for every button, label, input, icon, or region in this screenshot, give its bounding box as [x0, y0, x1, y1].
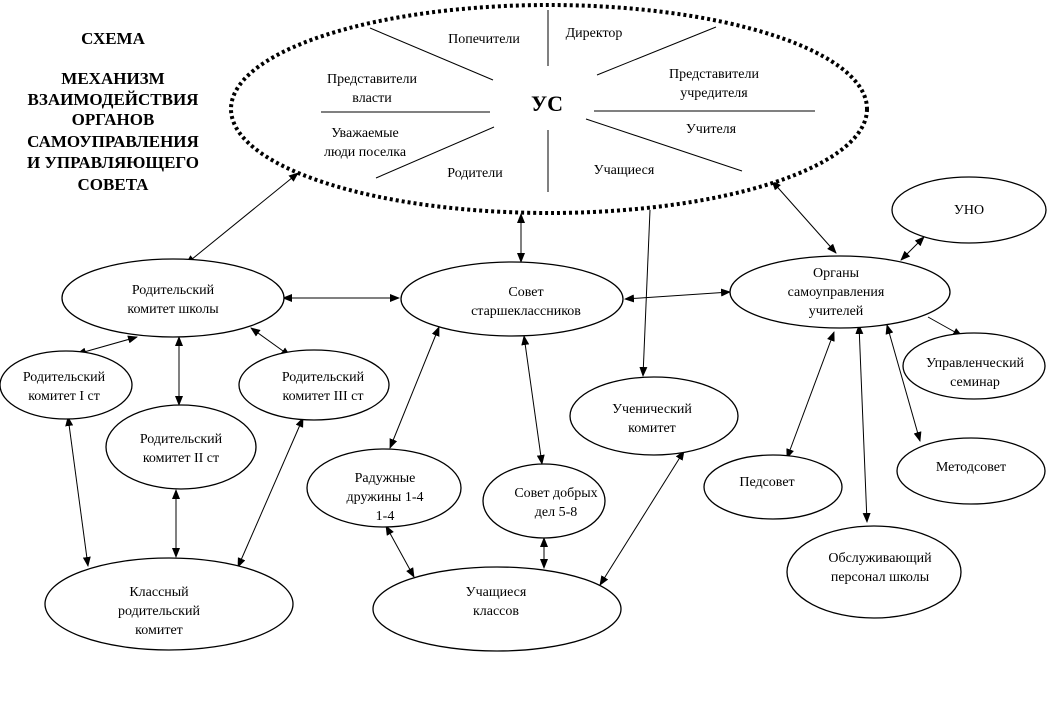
node-label-line-2: семинар: [950, 375, 1000, 390]
node-label-line-1: Родительский: [282, 370, 365, 385]
us-council: УС Попечители Директор Представители вла…: [229, 3, 869, 215]
us-member-vlast-line-1: Представители: [327, 72, 417, 87]
title-line-3: ВЗАИМОДЕЙСТВИЯ: [28, 90, 199, 109]
node-sovet-starsheklassnikov: Совет старшеклассников: [400, 261, 624, 337]
us-member-uvazhaemye-line-1: Уважаемые: [331, 126, 399, 141]
node-label-line-2: классов: [473, 604, 519, 619]
node-label-line-2: персонал школы: [831, 570, 930, 585]
node-klassnyy-rod-kom: Классный родительский комитет: [44, 557, 294, 651]
title-line-7: СОВЕТА: [78, 175, 150, 194]
node-label-line-1: Органы: [813, 266, 860, 281]
us-spokes: [321, 10, 815, 192]
node-rod-kom-3: Родительский комитет III ст: [238, 349, 390, 421]
edge-sovet-sovet-dobryh: [521, 335, 545, 465]
node-label-line-1: Методсовет: [936, 460, 1006, 475]
edge-organy-obsl-personal: [855, 324, 871, 523]
node-radugnye-druzhiny: Радужные дружины 1-4 1-4: [306, 448, 462, 528]
node-uno: УНО: [891, 176, 1047, 244]
node-label-line-1: Управленческий: [926, 356, 1025, 371]
title-line-1: СХЕМА: [81, 29, 145, 48]
node-organy-uchiteley: Органы самоуправления учителей: [729, 255, 951, 329]
node-uchashchiesya-klassov: Учащиеся классов: [372, 566, 622, 652]
edge-rod-kom-1-klassnyy: [65, 416, 91, 567]
node-label-line-2: дел 5-8: [535, 505, 578, 520]
us-member-vlast-line-2: власти: [352, 91, 392, 106]
us-member-roditeli: Родители: [447, 166, 503, 181]
us-member-uchitelya: Учителя: [686, 122, 737, 137]
node-rod-kom-1: Родительский комитет I ст: [0, 350, 133, 420]
node-label-line-2: комитет I ст: [28, 389, 100, 404]
node-uchenicheskiy-komitet: Ученический комитет: [569, 376, 739, 456]
node-rod-kom-2: Родительский комитет II ст: [105, 404, 257, 490]
us-member-uchreditel-line-1: Представители: [669, 67, 759, 82]
node-label-line-1: Классный: [129, 585, 189, 600]
node-label-line-3: комитет: [135, 623, 183, 638]
edge-sovet-radugnye: [389, 326, 440, 449]
edge-us-organy-uchiteley: [771, 180, 837, 254]
node-label-line-2: дружины 1-4: [347, 490, 424, 505]
us-member-popechiteli: Попечители: [448, 32, 520, 47]
us-ellipse: [229, 3, 869, 215]
edge-organy-metodsovet: [885, 324, 922, 442]
node-label-line-1: Совет: [508, 285, 543, 300]
edge-us-rod-kom-shkoly: [185, 172, 299, 265]
node-label-line-2: комитет III ст: [283, 389, 364, 404]
node-upr-seminar: Управленческий семинар: [902, 332, 1046, 400]
edge-sovet-organy-uchiteley: [624, 288, 731, 303]
edge-organy-pedsovet: [786, 331, 835, 459]
edge-organy-upr-seminar: [927, 316, 963, 337]
node-label-line-3: 1-4: [376, 509, 395, 524]
node-label-line-1: Родительский: [132, 283, 215, 298]
node-label-line-1: Родительский: [140, 432, 223, 447]
edge-uchenicheskiy-uchashchiesya-klassov: [599, 450, 685, 586]
node-label-line-1: Учащиеся: [466, 585, 527, 600]
title-line-6: И УПРАВЛЯЮЩЕГО: [27, 153, 199, 172]
node-sovet-dobryh-del: Совет добрых дел 5-8: [482, 463, 606, 539]
node-label-line-1: УНО: [954, 203, 984, 218]
us-member-uchashchiesya: Учащиеся: [594, 163, 655, 178]
node-pedsovet: Педсовет: [703, 454, 843, 520]
title-line-2: МЕХАНИЗМ: [61, 69, 164, 88]
node-label-line-1: Обслуживающий: [828, 551, 932, 566]
node-label-line-1: Педсовет: [739, 475, 794, 490]
node-label-line-1: Совет добрых: [514, 486, 597, 501]
node-label-line-2: старшеклассников: [471, 304, 581, 319]
node-label-line-2: комитет II ст: [143, 451, 219, 466]
node-label-line-1: Ученический: [612, 402, 692, 417]
node-metodsovet: Методсовет: [896, 437, 1046, 505]
node-label-line-3: учителей: [809, 304, 864, 319]
edges: [65, 172, 963, 586]
us-member-direktor: Директор: [566, 26, 623, 41]
edge-us-uchenicheskiy-komitet: [639, 209, 651, 377]
edge-rod-kom-3-klassnyy: [237, 417, 304, 568]
node-label-line-2: комитет: [628, 421, 676, 436]
node-label-line-2: самоуправления: [788, 285, 885, 300]
us-label: УС: [531, 91, 563, 116]
edge-rod-kom-shkoly-rod-kom-1: [76, 335, 138, 356]
diagram-title: СХЕМА МЕХАНИЗМ ВЗАИМОДЕЙСТВИЯ ОРГАНОВ СА…: [27, 29, 199, 194]
node-obsl-personal: Обслуживающий персонал школы: [786, 525, 962, 619]
us-member-uchreditel-line-2: учредителя: [680, 86, 748, 101]
edge-rod-kom-shkoly-rod-kom-3: [250, 327, 291, 357]
node-rod-kom-shkoly: Родительский комитет школы: [61, 258, 285, 338]
us-member-uvazhaemye-line-2: люди поселка: [324, 145, 407, 160]
title-line-4: ОРГАНОВ: [72, 110, 155, 129]
edge-uno-organy-uchiteley: [900, 236, 925, 261]
node-label-line-1: Родительский: [23, 370, 106, 385]
node-label-line-1: Радужные: [355, 471, 416, 486]
node-label-line-2: комитет школы: [127, 302, 219, 317]
node-label-line-2: родительский: [118, 604, 200, 619]
title-line-5: САМОУПРАВЛЕНИЯ: [27, 132, 199, 151]
edge-radugnye-uchashchiesya-klassov: [385, 525, 415, 578]
